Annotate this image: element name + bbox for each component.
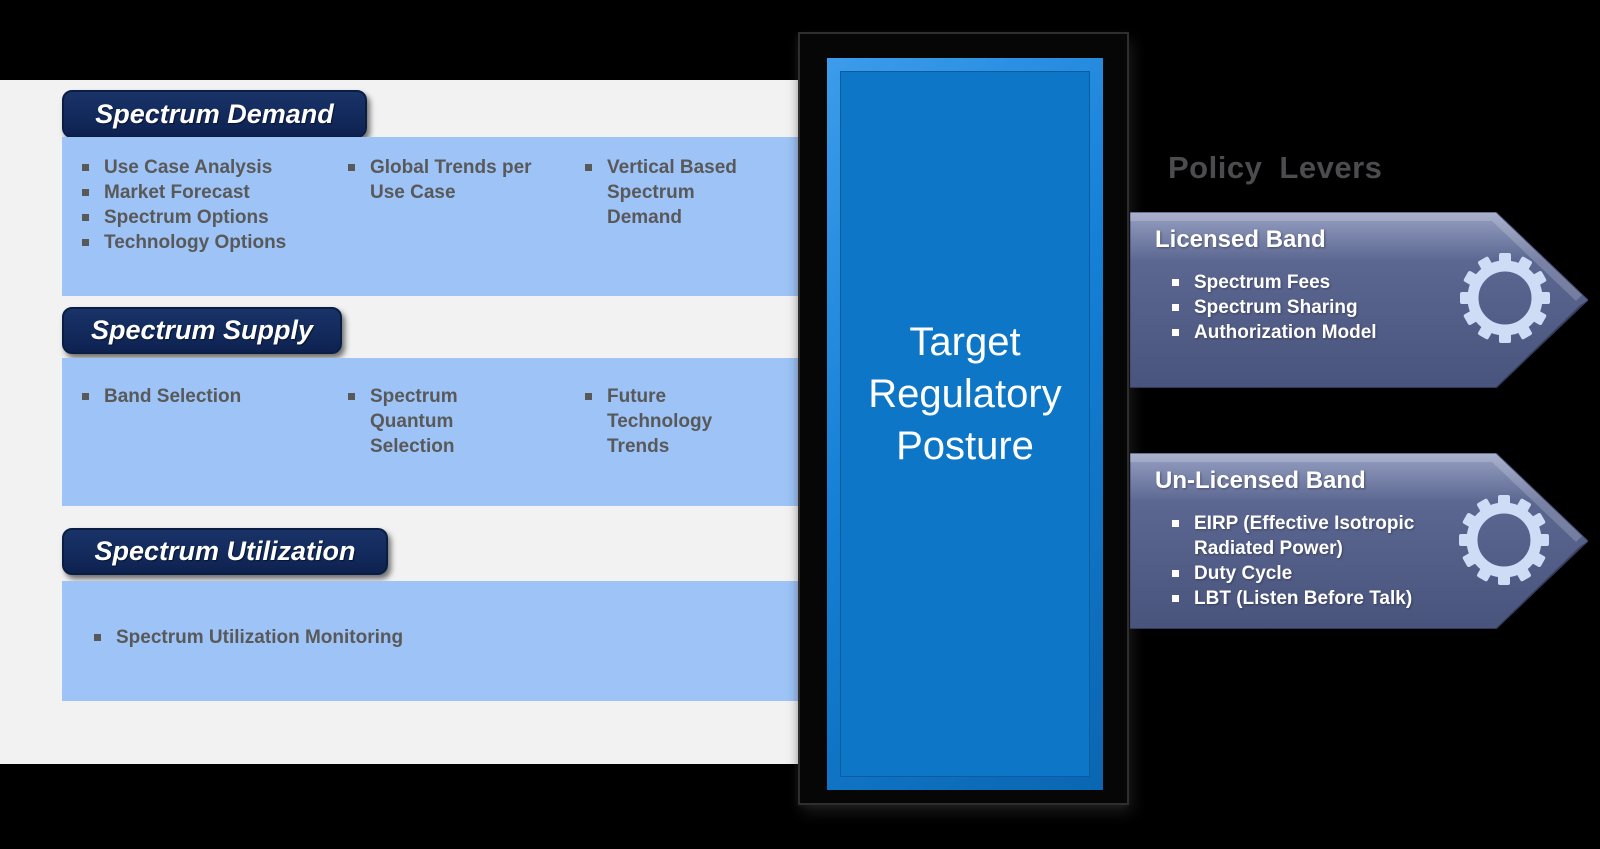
blue-bevel-border: Target Regulatory Posture (827, 58, 1103, 790)
bullet-column: Spectrum Utilization Monitoring (94, 625, 744, 650)
bullet-text: Spectrum Sharing (1194, 297, 1358, 318)
bullet-column: Global Trends per Use Case (348, 155, 543, 205)
bullet-text: Authorization Model (1194, 322, 1377, 343)
bullet-square-icon (82, 164, 89, 171)
bullet-item: LBT (Listen Before Talk) (1172, 586, 1437, 611)
bullet-item: Spectrum Quantum Selection (348, 384, 498, 459)
gear-icon (1460, 253, 1550, 343)
bullet-text: Market Forecast (104, 182, 250, 203)
bullet-column: Spectrum Quantum Selection (348, 384, 498, 459)
lever-bullet-list: EIRP (Effective Isotropic Radiated Power… (1172, 511, 1437, 611)
bullet-item: Authorization Model (1172, 320, 1437, 345)
bullet-text: Future Technology Trends (607, 386, 713, 457)
bullet-square-icon (82, 239, 89, 246)
bullet-column: Vertical Based Spectrum Demand (585, 155, 750, 230)
bullet-square-icon (1172, 595, 1179, 602)
bullet-square-icon (82, 393, 89, 400)
bullet-item: Duty Cycle (1172, 561, 1437, 586)
bullet-text: Spectrum Utilization Monitoring (116, 627, 404, 648)
gear-icon (1459, 495, 1549, 585)
bullet-square-icon (585, 393, 592, 400)
spectrum-supply-box: Band Selection Spectrum Quantum Selectio… (62, 358, 800, 506)
target-regulatory-posture-label: Target Regulatory Posture (868, 320, 1062, 468)
bullet-square-icon (1172, 304, 1179, 311)
bullet-item: Spectrum Fees (1172, 270, 1437, 295)
bullet-square-icon (1172, 570, 1179, 577)
bullet-item: EIRP (Effective Isotropic Radiated Power… (1172, 511, 1437, 561)
section-title: Spectrum Supply (90, 315, 314, 345)
section-header-spectrum-demand: Spectrum Demand (62, 90, 367, 138)
bullet-square-icon (1172, 520, 1179, 527)
bullet-item: Band Selection (82, 384, 322, 409)
bullet-column: Band Selection (82, 384, 322, 409)
section-header-spectrum-supply: Spectrum Supply (62, 307, 342, 354)
bullet-square-icon (348, 393, 355, 400)
bullet-item: Future Technology Trends (585, 384, 740, 459)
section-title: Spectrum Demand (95, 98, 334, 129)
bullet-item: Vertical Based Spectrum Demand (585, 155, 750, 230)
bullet-item: Spectrum Options (82, 205, 322, 230)
bullet-square-icon (82, 214, 89, 221)
bullet-text: EIRP (Effective Isotropic Radiated Power… (1194, 513, 1415, 559)
bullet-item: Spectrum Sharing (1172, 295, 1437, 320)
lever-title: Licensed Band (1155, 226, 1326, 253)
bullet-text: Spectrum Fees (1194, 272, 1331, 293)
bullet-text: Global Trends per Use Case (370, 157, 532, 203)
bullet-square-icon (94, 634, 101, 641)
bullet-square-icon (1172, 279, 1179, 286)
target-regulatory-posture-box: Target Regulatory Posture (840, 71, 1090, 777)
lever-title: Un-Licensed Band (1155, 467, 1366, 494)
bullet-item: Technology Options (82, 230, 322, 255)
bullet-text: Technology Options (104, 232, 287, 253)
bullet-square-icon (82, 189, 89, 196)
bullet-text: LBT (Listen Before Talk) (1194, 588, 1413, 609)
bullet-text: Spectrum Options (104, 207, 269, 228)
bullet-square-icon (585, 164, 592, 171)
bullet-item: Market Forecast (82, 180, 322, 205)
bullet-text: Spectrum Quantum Selection (370, 386, 458, 457)
bullet-square-icon (348, 164, 355, 171)
arrow-shape (1130, 212, 1588, 388)
bullet-square-icon (1172, 329, 1179, 336)
unlicensed-band-arrow: Un-Licensed Band EIRP (Effective Isotrop… (1130, 453, 1588, 629)
bullet-text: Vertical Based Spectrum Demand (607, 157, 737, 228)
bullet-text: Use Case Analysis (104, 157, 273, 178)
section-header-spectrum-utilization: Spectrum Utilization (62, 528, 388, 575)
policy-levers-title: Policy Levers (1168, 150, 1383, 185)
bullet-text: Duty Cycle (1194, 563, 1293, 584)
bullet-item: Global Trends per Use Case (348, 155, 543, 205)
bullet-text: Band Selection (104, 386, 242, 407)
target-regulatory-posture-frame: Target Regulatory Posture (798, 32, 1129, 805)
section-title: Spectrum Utilization (94, 536, 356, 566)
bullet-item: Spectrum Utilization Monitoring (94, 625, 744, 650)
bullet-item: Use Case Analysis (82, 155, 322, 180)
arrow-shape (1130, 453, 1588, 629)
bullet-column: Future Technology Trends (585, 384, 740, 459)
spectrum-utilization-box: Spectrum Utilization Monitoring (62, 581, 800, 701)
